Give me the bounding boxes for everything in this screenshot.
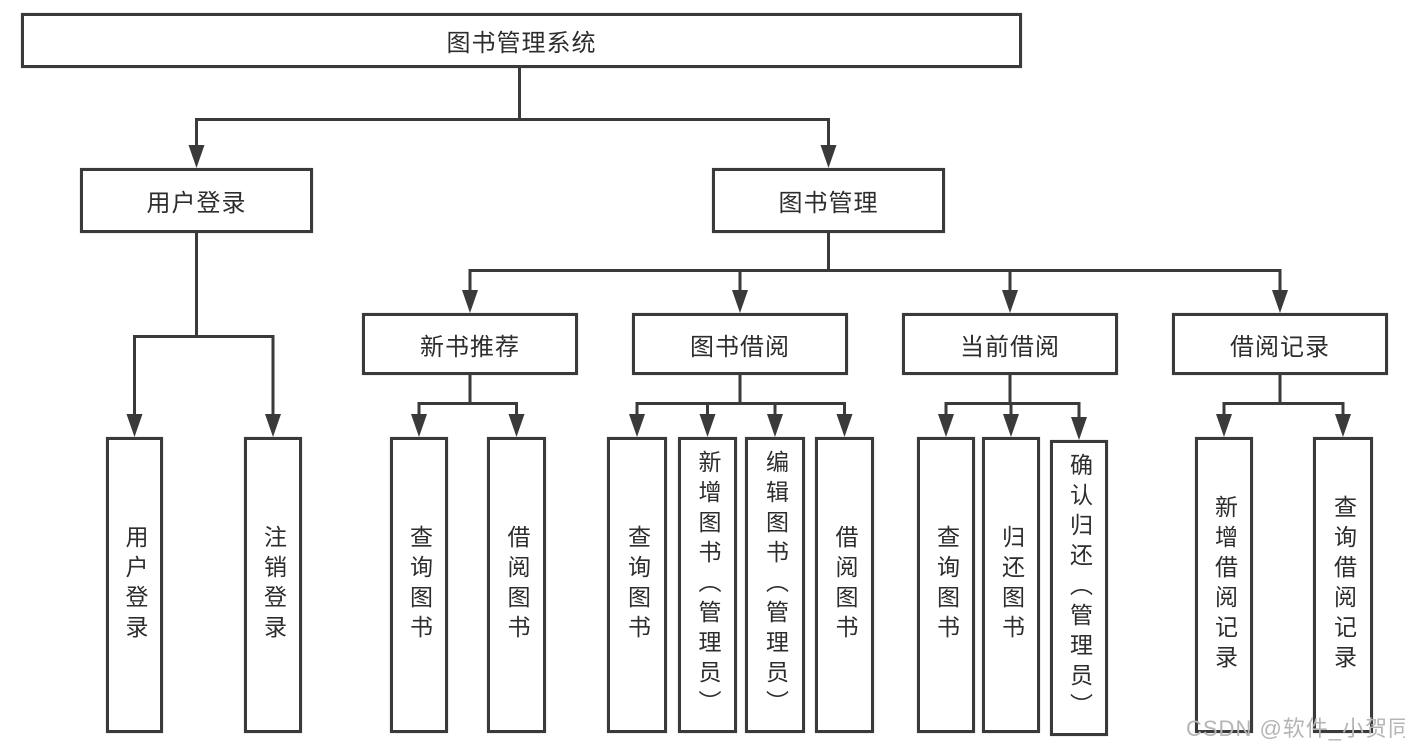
connector-bookmgmt-branch [468, 233, 1282, 290]
leaf-current-return-books: 归还图书 [982, 437, 1040, 733]
csdn-watermark: CSDN @软件_小贺同学 [1186, 716, 1405, 741]
arrowhead-current-borrowing [1002, 290, 1018, 313]
node-label: 查询借阅记录 [1330, 495, 1357, 675]
arrowhead-leaf-bb-edit [767, 414, 783, 437]
node-label: 用户登录 [146, 190, 247, 217]
arrowhead-leaf-nb-borrow [508, 414, 525, 437]
arrowhead-leaf-br-query [1335, 414, 1351, 437]
arrowhead-leaf-logout [265, 414, 281, 437]
leaf-borrowing-edit-books-admin: 编辑图书（管理员） [745, 437, 805, 733]
node-label: 编辑图书（管理员） [762, 450, 789, 720]
node-label: 归还图书 [998, 525, 1025, 645]
leaf-records-add-record: 新增借阅记录 [1195, 437, 1253, 733]
node-label: 查询图书 [624, 525, 651, 645]
node-label: 新增借阅记录 [1211, 495, 1238, 675]
leaf-borrowing-add-books-admin: 新增图书（管理员） [678, 437, 737, 733]
node-label: 图书借阅 [690, 333, 790, 361]
leaf-user-login: 用户登录 [106, 437, 163, 733]
node-label: 注销登录 [260, 525, 287, 645]
leaf-borrowing-borrow-books: 借阅图书 [815, 437, 874, 733]
leaf-current-confirm-return-admin: 确认归还（管理员） [1050, 440, 1108, 736]
arrowhead-borrowing-records [1272, 290, 1288, 313]
arrowhead-new-book-recommend [462, 290, 478, 313]
node-label: 当前借阅 [960, 333, 1060, 361]
arrowhead-leaf-br-add [1216, 414, 1232, 437]
leaf-records-query-record: 查询借阅记录 [1313, 437, 1373, 733]
node-current-borrowing: 当前借阅 [902, 313, 1118, 375]
arrowhead-leaf-user-login [126, 414, 143, 437]
arrowhead-user-login [188, 145, 205, 168]
node-label: 借阅图书 [504, 525, 530, 645]
connector-currentborrow-branch [944, 375, 1081, 417]
node-label: 借阅记录 [1230, 333, 1330, 361]
arrowhead-leaf-cb-query [938, 414, 954, 437]
connector-bookborrow-branch [635, 375, 846, 414]
connector-userlogin-branch [133, 233, 275, 414]
node-label: 确认归还（管理员） [1066, 453, 1093, 723]
node-user-login: 用户登录 [80, 168, 313, 233]
arrowhead-leaf-cb-confirm [1071, 417, 1087, 440]
leaf-borrowing-query-books: 查询图书 [607, 437, 667, 733]
leaf-newbook-query-books: 查询图书 [390, 437, 448, 733]
leaf-current-query-books: 查询图书 [917, 437, 975, 733]
node-borrowing-records: 借阅记录 [1172, 313, 1388, 375]
arrowhead-leaf-bb-add [699, 414, 716, 437]
node-label: 借阅图书 [832, 525, 858, 645]
connector-newbook-branch [417, 375, 518, 414]
leaf-logout-login: 注销登录 [244, 437, 302, 733]
node-label: 查询图书 [933, 525, 960, 645]
node-label: 新书推荐 [420, 333, 520, 361]
connector-records-branch [1222, 375, 1345, 414]
node-book-borrowing: 图书借阅 [632, 313, 848, 375]
node-book-management: 图书管理 [712, 168, 945, 233]
arrowhead-leaf-nb-query [411, 414, 427, 437]
arrowhead-book-borrowing [732, 290, 748, 313]
leaf-newbook-borrow-books: 借阅图书 [487, 437, 546, 733]
node-label: 图书管理系统 [446, 30, 597, 57]
node-label: 图书管理 [778, 190, 879, 217]
node-label: 新增图书（管理员） [695, 450, 721, 720]
arrowhead-leaf-bb-query [629, 414, 645, 437]
node-label: 用户登录 [122, 525, 148, 645]
arrowhead-leaf-bb-borrow [836, 414, 853, 437]
node-label: 查询图书 [406, 525, 433, 645]
arrowhead-book-management [820, 145, 837, 168]
node-library-management-system: 图书管理系统 [21, 13, 1022, 68]
arrowhead-leaf-cb-return [1003, 414, 1019, 437]
connector-root-to-level2 [195, 68, 830, 145]
node-new-book-recommend: 新书推荐 [362, 313, 578, 375]
